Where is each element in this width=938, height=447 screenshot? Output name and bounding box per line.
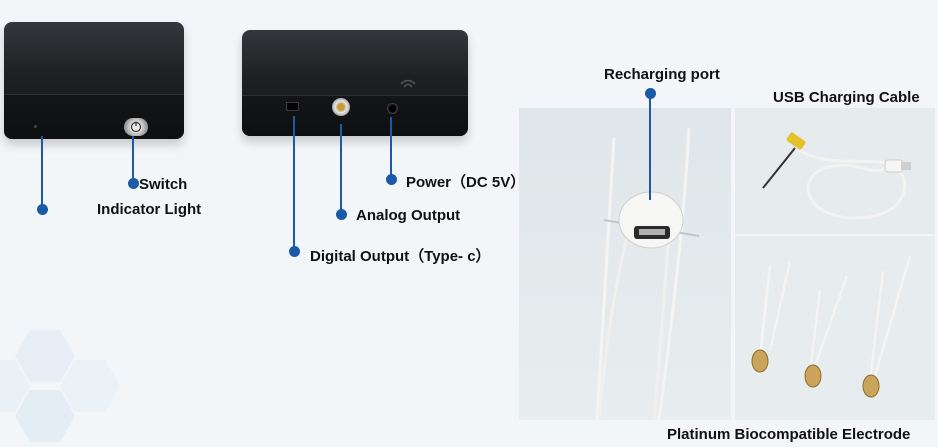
digital-output-label: Digital Output（Type- c） [310, 248, 491, 265]
analog-output-callout-line [340, 124, 342, 214]
electrode-photo-panel [735, 236, 935, 420]
switch-callout-line [132, 136, 134, 182]
usb-cable-illustration [762, 132, 911, 220]
digital-output-port [286, 102, 299, 111]
switch-callout-dot [128, 178, 139, 189]
power-label: Power（DC 5V） [406, 174, 526, 191]
usb-cable-label: USB Charging Cable [773, 89, 920, 106]
wireless-icon [400, 79, 416, 88]
implant-device-illustration [595, 127, 700, 421]
hexagon-pattern [0, 330, 120, 442]
power-icon [130, 121, 142, 133]
electrode-illustration [751, 255, 912, 398]
indicator-callout-line [41, 136, 43, 208]
device-front-view-2 [242, 30, 468, 136]
digital-output-callout-dot [289, 246, 300, 257]
device-front-panel [4, 93, 184, 139]
wireless-icon [637, 30, 638, 31]
indicator-light [34, 125, 37, 128]
analog-output-label: Analog Output [356, 207, 461, 224]
digital-output-callout-line [293, 116, 295, 250]
device-front-view-1 [4, 22, 184, 139]
analog-output-callout-dot [336, 209, 347, 220]
indicator-light-label: Indicator Light [97, 201, 202, 218]
recharging-port-label: Recharging port [604, 66, 720, 83]
indicator-callout-dot [37, 204, 48, 215]
usb-cable-photo-panel [735, 108, 935, 234]
analog-output-port [332, 98, 350, 116]
power-port [387, 103, 398, 114]
electrode-label: Platinum Biocompatible Electrode [667, 426, 911, 443]
switch-label: Switch [139, 176, 188, 193]
power-callout-dot [386, 174, 397, 185]
switch-button [124, 118, 148, 136]
device-front-panel [242, 94, 468, 136]
recharging-port-callout-line [649, 92, 651, 200]
recharging-port-callout-dot [645, 88, 656, 99]
power-callout-line [390, 117, 392, 179]
implant-photo-panel [519, 108, 731, 421]
